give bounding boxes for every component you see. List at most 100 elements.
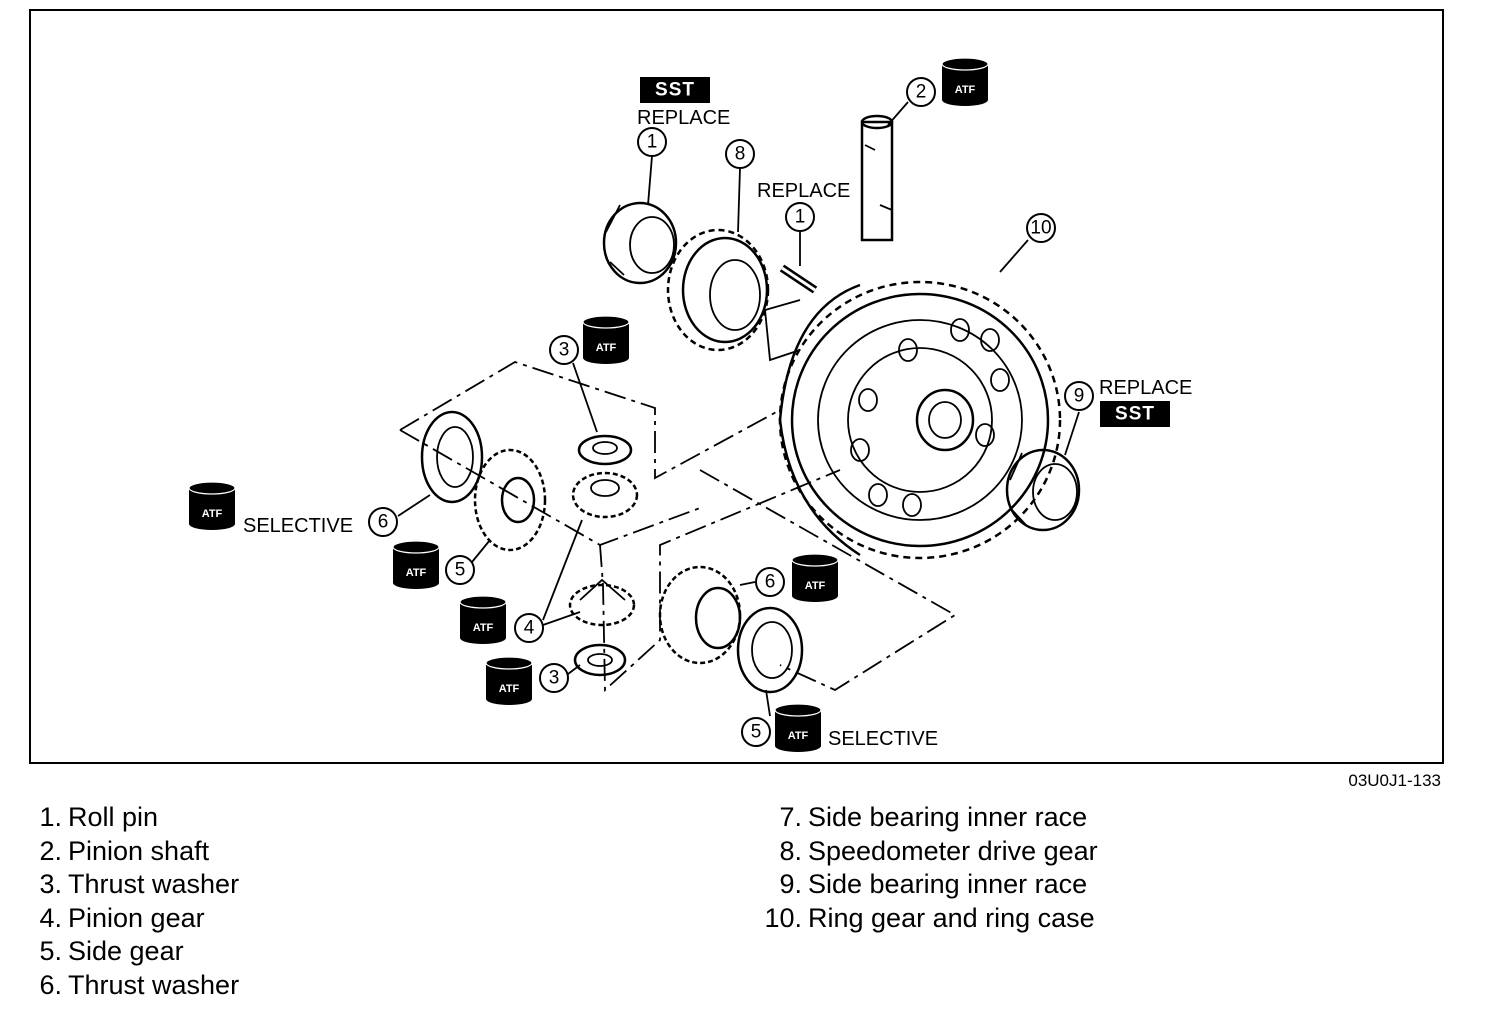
roll-pin	[779, 264, 818, 294]
pinion-gear-4-lower	[568, 578, 636, 627]
svg-text:SST: SST	[1115, 404, 1155, 425]
legend-text: Side bearing inner race	[808, 869, 1088, 899]
svg-text:8: 8	[735, 144, 746, 165]
svg-text:SST: SST	[655, 80, 695, 101]
legend-number: 10.	[764, 902, 802, 933]
atf-can-6-right: ATF	[791, 553, 839, 603]
legend-text: Pinion shaft	[68, 835, 210, 866]
selective-label-5: SELECTIVE	[828, 728, 938, 750]
legend-item: 2.Pinion shaft	[32, 835, 239, 869]
callout-8: 8	[725, 139, 755, 169]
callout-6-right: 6	[755, 567, 785, 597]
legend-item: 3.Thrust washer	[32, 868, 239, 902]
thrust-washer-6-left	[420, 410, 484, 504]
legend-number: 1.	[39, 802, 62, 832]
callout-10: 10	[1026, 213, 1056, 243]
sst-box-right: SST	[1100, 401, 1170, 427]
svg-text:5: 5	[751, 722, 762, 743]
legend-text: Roll pin	[68, 802, 159, 832]
atf-can-5-left: ATF	[392, 540, 440, 590]
legend-item: 4.Pinion gear	[32, 902, 239, 936]
svg-text:ATF: ATF	[805, 580, 826, 592]
legend-number: 8.	[779, 835, 802, 866]
svg-text:6: 6	[378, 512, 389, 533]
legend-number: 4.	[39, 902, 62, 933]
svg-text:5: 5	[455, 560, 466, 581]
legend-item: 5.Side gear	[32, 935, 239, 969]
legend-item: 1.Roll pin	[32, 801, 239, 835]
legend-number: 7.	[779, 802, 802, 832]
legend-text: Thrust washer	[68, 969, 240, 1000]
thrust-washer-6-right	[736, 606, 804, 694]
atf-can-2: ATF	[941, 57, 989, 107]
callout-1: 1	[785, 202, 815, 232]
svg-text:1: 1	[647, 132, 658, 153]
callout-3-lower: 3	[539, 663, 569, 693]
side-gear-5-right	[658, 565, 742, 665]
atf-can-6-left: ATF	[188, 481, 236, 531]
thrust-washer-3-lower	[573, 643, 627, 677]
legend-text: Side bearing inner race	[808, 802, 1088, 832]
pinion-shaft	[860, 114, 894, 242]
svg-text:ATF: ATF	[473, 622, 494, 634]
callout-6-left: 6	[368, 507, 398, 537]
svg-text:4: 4	[524, 618, 535, 639]
legend-item: 7.Side bearing inner race	[754, 801, 1098, 835]
side-bearing-inner-race-7	[602, 201, 678, 285]
callout-2: 2	[906, 77, 936, 107]
svg-text:ATF: ATF	[955, 84, 976, 96]
legend-item: 8.Speedometer drive gear	[754, 835, 1098, 869]
atf-can-4: ATF	[459, 595, 507, 645]
parts-legend-left: 1.Roll pin 2.Pinion shaft 3.Thrust washe…	[32, 801, 239, 1002]
callout-5-right: 5	[741, 717, 771, 747]
callout-7: 1	[637, 127, 667, 157]
legend-number: 6.	[39, 969, 62, 1000]
legend-text: Side gear	[68, 936, 184, 966]
legend-item: 9.Side bearing inner race	[754, 868, 1098, 902]
legend-text: Ring gear and ring case	[808, 902, 1095, 933]
legend-text: Speedometer drive gear	[808, 835, 1098, 866]
atf-can-3-lower: ATF	[485, 656, 533, 706]
callout-4: 4	[514, 613, 544, 643]
diagram-border	[29, 9, 1444, 764]
svg-text:ATF: ATF	[788, 730, 809, 742]
svg-text:ATF: ATF	[406, 567, 427, 579]
legend-number: 5.	[39, 936, 62, 966]
svg-text:9: 9	[1074, 386, 1085, 407]
selective-label-6: SELECTIVE	[243, 515, 353, 537]
figure-code: 03U0J1-133	[1348, 771, 1441, 790]
legend-number: 3.	[39, 869, 62, 899]
svg-text:3: 3	[549, 668, 560, 689]
side-bearing-inner-race-9	[1005, 448, 1081, 532]
pinion-gear-4-upper	[571, 471, 639, 519]
svg-text:ATF: ATF	[202, 508, 223, 520]
atf-can-3-upper: ATF	[582, 315, 630, 365]
parts-legend-right: 7.Side bearing inner race 8.Speedometer …	[754, 801, 1098, 936]
svg-text:ATF: ATF	[596, 342, 617, 354]
svg-text:3: 3	[559, 340, 570, 361]
legend-number: 2.	[39, 835, 62, 866]
legend-item: 10.Ring gear and ring case	[754, 902, 1098, 936]
svg-text:6: 6	[765, 572, 776, 593]
legend-item: 6.Thrust washer	[32, 969, 239, 1003]
side-gear-5-left	[473, 448, 547, 552]
legend-text: Pinion gear	[68, 902, 205, 933]
replace-label-1: REPLACE	[757, 180, 850, 202]
svg-text:1: 1	[795, 207, 806, 228]
callout-9: 9	[1064, 381, 1094, 411]
legend-number: 9.	[779, 869, 802, 899]
svg-text:2: 2	[916, 82, 927, 103]
leader-lines	[397, 101, 1080, 717]
atf-can-5-right: ATF	[774, 703, 822, 753]
replace-label-7: REPLACE	[637, 107, 730, 129]
legend-text: Thrust washer	[68, 869, 240, 899]
assembly-guide-lines	[399, 361, 957, 693]
callout-5-left: 5	[445, 555, 475, 585]
svg-text:ATF: ATF	[499, 683, 520, 695]
callout-3-upper: 3	[549, 335, 579, 365]
replace-label-9: REPLACE	[1099, 377, 1192, 399]
speedometer-drive-gear	[666, 228, 770, 352]
thrust-washer-3-upper	[577, 434, 633, 466]
svg-text:10: 10	[1030, 218, 1051, 239]
